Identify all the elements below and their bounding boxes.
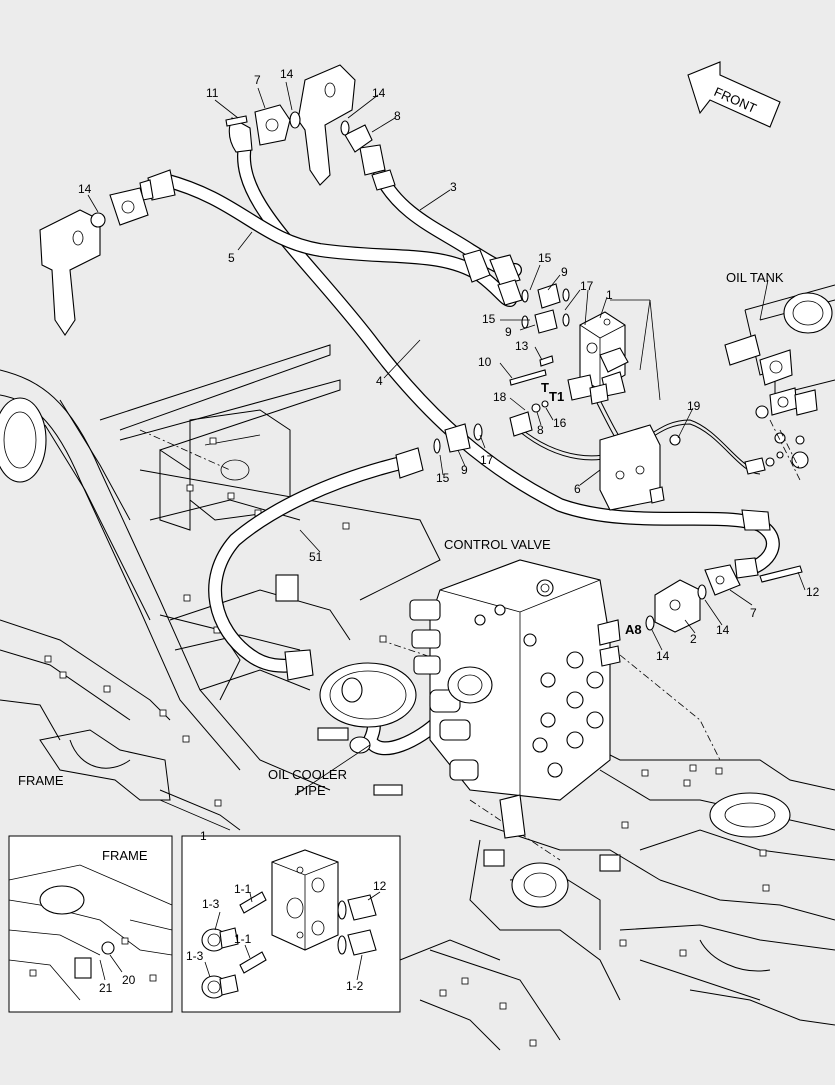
inset-frame: FRAME 20 21 [8, 835, 173, 1013]
frame-label: FRAME [18, 773, 64, 788]
port-a8-label: A8 [625, 622, 642, 637]
callout-17-lower: 17 [480, 453, 494, 467]
callout-12: 12 [806, 585, 820, 599]
callout-14-left: 14 [78, 182, 92, 196]
callout-2: 2 [690, 632, 697, 646]
callout-5: 5 [228, 251, 235, 265]
callout-14-right-bracket: 14 [372, 86, 386, 100]
callout-9-lower: 9 [461, 463, 468, 477]
inset-callout-1-3-upper: 1-3 [202, 897, 220, 911]
frame-structure [0, 344, 835, 1051]
callout-13: 13 [515, 339, 529, 353]
callout-15-upper: 15 [538, 251, 552, 265]
front-direction-arrow: FRONT [687, 61, 781, 128]
oil-cooler-label-line1: OIL COOLER [268, 767, 347, 782]
oil-tank-label: OIL TANK [726, 270, 784, 285]
inset-callout-21: 21 [99, 981, 113, 995]
port-t-label: T [541, 380, 549, 395]
callout-9-upper: 9 [561, 265, 568, 279]
callout-9-middle: 9 [505, 325, 512, 339]
inset-valve-block: 1 1-1 1-3 1-1 1-3 12 [181, 829, 401, 1013]
callout-14-lower-right: 14 [716, 623, 730, 637]
inset-callout-1-2: 1-2 [346, 979, 364, 993]
callout-numbers: 11 7 14 14 8 14 3 5 15 9 17 1 15 9 13 10… [78, 67, 820, 663]
inset-valve-title: 1 [200, 829, 207, 843]
callout-17-upper: 17 [580, 279, 594, 293]
upper-brackets [39, 64, 373, 336]
component-labels: OIL TANK CONTROL VALVE FRAME OIL COOLER … [18, 270, 784, 798]
callout-10: 10 [478, 355, 492, 369]
callout-19: 19 [687, 399, 701, 413]
inset-frame-title: FRAME [102, 848, 148, 863]
callout-4: 4 [376, 374, 383, 388]
port-t1-label: T1 [549, 389, 564, 404]
inset-callout-1-1-upper: 1-1 [234, 882, 252, 896]
callout-51: 51 [309, 550, 323, 564]
callout-8-middle: 8 [537, 423, 544, 437]
inset-callout-1-1-lower: 1-1 [234, 932, 252, 946]
callout-14-lower-left: 14 [656, 649, 670, 663]
valve-block-1 [433, 283, 766, 511]
callout-1: 1 [606, 288, 613, 302]
inset-callout-1-3-lower: 1-3 [186, 949, 204, 963]
a8-connection [645, 564, 803, 633]
callout-16: 16 [553, 416, 567, 430]
oil-tank [724, 284, 835, 481]
callout-3: 3 [450, 180, 457, 194]
control-valve [409, 559, 621, 839]
callout-8-top: 8 [394, 109, 401, 123]
control-valve-label: CONTROL VALVE [444, 537, 551, 552]
callout-11: 11 [206, 86, 219, 100]
oil-cooler [319, 662, 417, 754]
callout-15-middle: 15 [482, 312, 496, 326]
leader-lines [87, 81, 806, 831]
callout-18: 18 [493, 390, 507, 404]
callout-14-top: 14 [280, 67, 294, 81]
inset-callout-20: 20 [122, 973, 136, 987]
callout-7-top: 7 [254, 73, 261, 87]
inset-callout-12: 12 [373, 879, 387, 893]
oil-cooler-label-line2: PIPE [296, 783, 326, 798]
hose-fittings [139, 117, 771, 681]
callout-7-lower: 7 [750, 606, 757, 620]
callout-15-lower: 15 [436, 471, 450, 485]
callout-6: 6 [574, 482, 581, 496]
